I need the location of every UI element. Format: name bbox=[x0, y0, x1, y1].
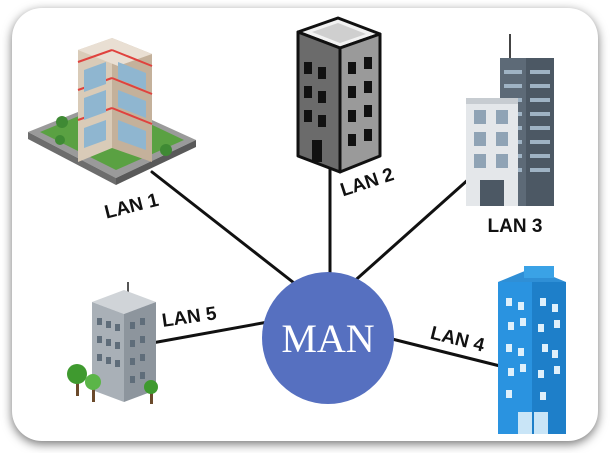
lan2-building-icon bbox=[296, 16, 382, 174]
tree-icon bbox=[67, 364, 87, 396]
lan1-building-icon bbox=[28, 38, 196, 185]
link-lan5 bbox=[150, 320, 270, 345]
lan4-building-icon bbox=[498, 266, 566, 434]
tree-icon bbox=[144, 380, 158, 404]
man-hub-circle bbox=[262, 272, 394, 404]
man-hub: MAN bbox=[262, 272, 394, 404]
link-lan4 bbox=[386, 336, 502, 368]
link-lan3 bbox=[348, 176, 472, 287]
link-lan1 bbox=[150, 170, 305, 292]
connection-lines bbox=[150, 163, 502, 368]
lan5-label: LAN 5 bbox=[161, 303, 219, 331]
lan1-label: LAN 1 bbox=[102, 190, 161, 224]
tree-icon bbox=[85, 374, 101, 402]
lan3-label: LAN 3 bbox=[488, 216, 543, 237]
lan3-building-icon bbox=[466, 34, 554, 206]
lan5-building-icon bbox=[67, 282, 158, 404]
man-hub-label: MAN bbox=[281, 316, 374, 361]
